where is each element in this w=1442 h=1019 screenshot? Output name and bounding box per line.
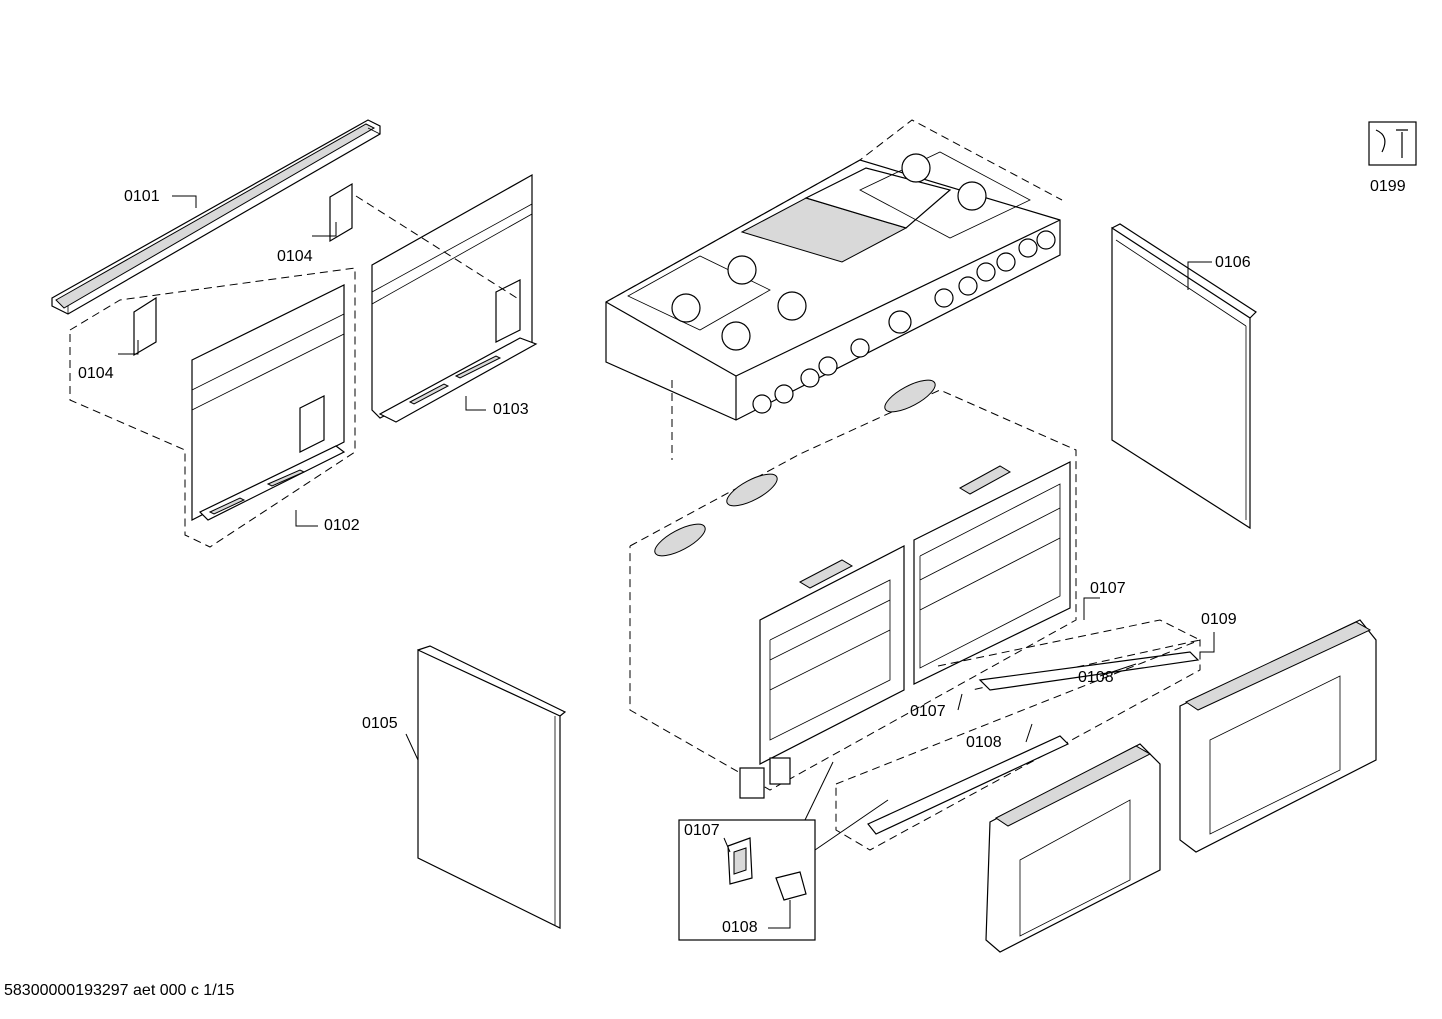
label-0104-lower: 0104 (78, 365, 114, 382)
label-0105: 0105 (362, 715, 398, 732)
label-0108-detail: 0108 (722, 919, 758, 936)
leader-lines (118, 195, 1215, 929)
label-0104-upper: 0104 (277, 248, 313, 265)
back-panel-0103 (355, 173, 538, 423)
side-panel-0105 (417, 645, 567, 929)
detail-box (678, 761, 889, 941)
oven-body (629, 379, 1077, 799)
label-0107-middle: 0107 (910, 703, 946, 720)
cooktop-assembly (605, 119, 1063, 460)
label-0107-right: 0107 (1090, 580, 1126, 597)
oven-door-right (1179, 619, 1377, 853)
label-0101: 0101 (124, 188, 160, 205)
label-0108-upper: 0108 (1078, 669, 1114, 686)
label-0106: 0106 (1215, 254, 1251, 271)
wrench-tool-icon (1368, 121, 1417, 166)
label-0107-detail: 0107 (684, 822, 720, 839)
oven-door-left (985, 743, 1161, 953)
label-0102: 0102 (324, 517, 360, 534)
label-0199: 0199 (1370, 178, 1406, 195)
kick-trim-0108-lower (835, 639, 1201, 851)
label-0108-lower: 0108 (966, 734, 1002, 751)
side-panel-0106 (1111, 223, 1257, 530)
document-id-footer: 58300000193297 aet 000 c 1/15 (4, 982, 235, 999)
back-panel-0102 (69, 267, 356, 548)
plate-0104-upper (329, 182, 353, 243)
label-0109: 0109 (1201, 611, 1237, 628)
plate-0104-lower (133, 296, 157, 357)
vent-trim-0101 (51, 119, 381, 315)
kick-trim-0108-upper (937, 619, 1202, 691)
label-0103: 0103 (493, 401, 529, 418)
